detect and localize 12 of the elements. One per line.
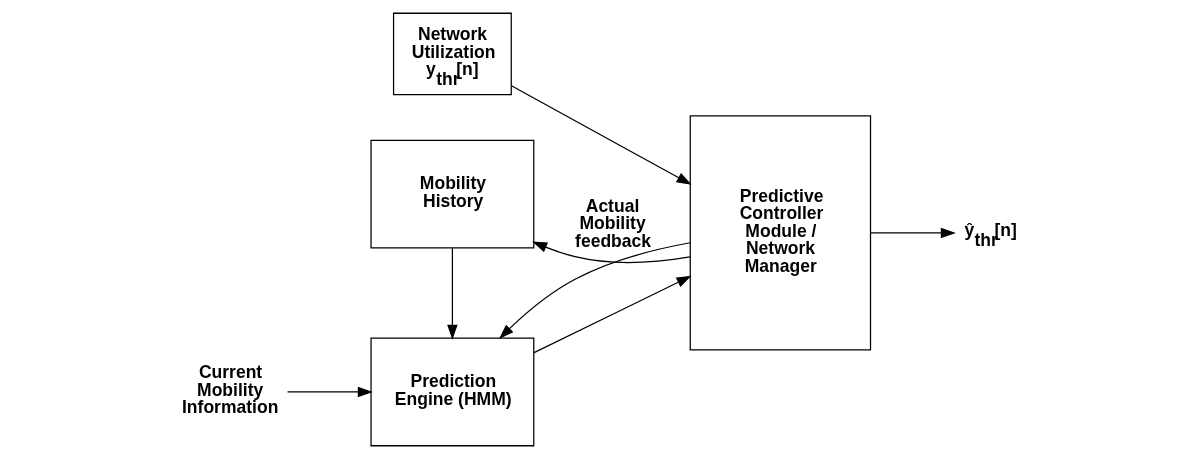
arrow bbox=[446, 247, 458, 340]
arrow bbox=[531, 241, 691, 264]
node-text: Current Mobility Information bbox=[181, 362, 278, 418]
arrow bbox=[286, 386, 373, 398]
node-box: Prediction Engine (HMM) bbox=[369, 337, 534, 447]
arrow bbox=[869, 227, 956, 239]
arrow bbox=[510, 85, 692, 185]
arrow bbox=[498, 242, 691, 339]
edge-label: Actual Mobility feedback bbox=[574, 195, 651, 251]
node-box: Mobility History bbox=[369, 139, 534, 249]
node-box: Predictive Controller Module / Network Manager bbox=[689, 115, 871, 351]
arrow bbox=[533, 275, 692, 354]
